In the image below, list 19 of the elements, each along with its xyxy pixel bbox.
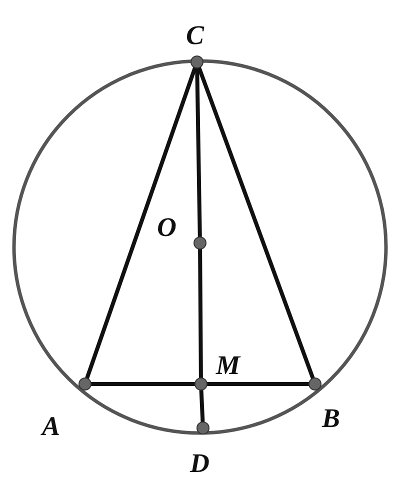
line-segment (195, 68, 202, 238)
line-segment (199, 390, 205, 422)
line-segment (85, 67, 197, 379)
point-label: O (157, 214, 176, 241)
point-dot (194, 378, 208, 390)
point-label: B (322, 405, 340, 432)
point-label: D (190, 450, 210, 477)
line-segment (207, 382, 309, 386)
line-segment (91, 382, 195, 386)
point-dot (190, 56, 204, 68)
point-label: C (186, 22, 204, 49)
point-dot (78, 378, 92, 390)
line-segment (197, 66, 315, 380)
point-label: M (216, 352, 240, 379)
line-segment (198, 248, 203, 378)
point-label: A (42, 413, 60, 440)
point-dot (194, 236, 206, 250)
point-dot (196, 422, 210, 434)
point-dot (308, 378, 322, 390)
